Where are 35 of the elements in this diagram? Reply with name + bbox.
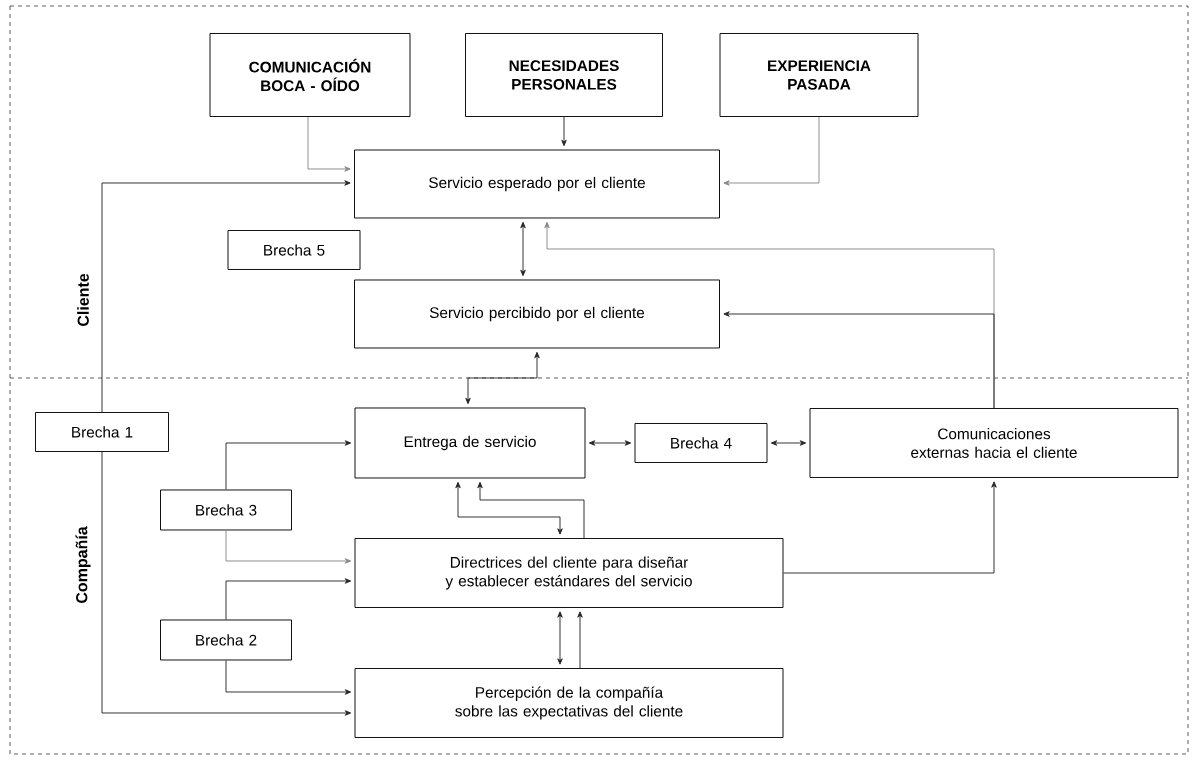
arrow xyxy=(770,440,807,446)
gap-box: Brecha 3 xyxy=(160,489,292,531)
arrow xyxy=(577,611,583,669)
arrow xyxy=(477,481,585,539)
arrow xyxy=(723,311,995,409)
arrow xyxy=(465,351,540,405)
factor-box: NECESIDADES PERSONALES xyxy=(465,33,663,117)
arrow xyxy=(101,180,351,413)
process-box: Entrega de servicio xyxy=(354,407,586,479)
arrow xyxy=(101,451,352,716)
region-label: Compañía xyxy=(75,526,91,603)
gap-box: Brecha 1 xyxy=(35,412,169,452)
factor-box: COMUNICACIÓN BOCA - OÍDO xyxy=(209,33,411,117)
arrow xyxy=(307,116,351,172)
arrow xyxy=(557,611,563,665)
arrow xyxy=(455,481,563,535)
arrow xyxy=(225,440,352,490)
process-box: Servicio percibido por el cliente xyxy=(354,279,720,349)
process-box: Servicio esperado por el cliente xyxy=(354,149,720,219)
arrow xyxy=(561,116,567,147)
factor-box: EXPERIENCIA PASADA xyxy=(719,33,919,117)
arrow xyxy=(225,578,352,620)
arrow xyxy=(225,660,352,695)
arrow xyxy=(783,481,997,574)
arrow xyxy=(723,116,820,186)
process-box: Comunicaciones externas hacia el cliente xyxy=(809,408,1179,478)
process-box: Directrices del cliente para diseñar y establecer estándares del servicio xyxy=(354,538,784,608)
arrow xyxy=(225,530,352,564)
process-box: Percepción de la compañía sobre las expectativas del cliente xyxy=(354,668,784,738)
gap-box: Brecha 5 xyxy=(227,230,361,270)
gap-box: Brecha 4 xyxy=(634,423,768,463)
arrow xyxy=(520,221,526,277)
arrow xyxy=(588,440,632,446)
gap-box: Brecha 2 xyxy=(160,619,292,661)
region-label: Cliente xyxy=(77,273,89,326)
